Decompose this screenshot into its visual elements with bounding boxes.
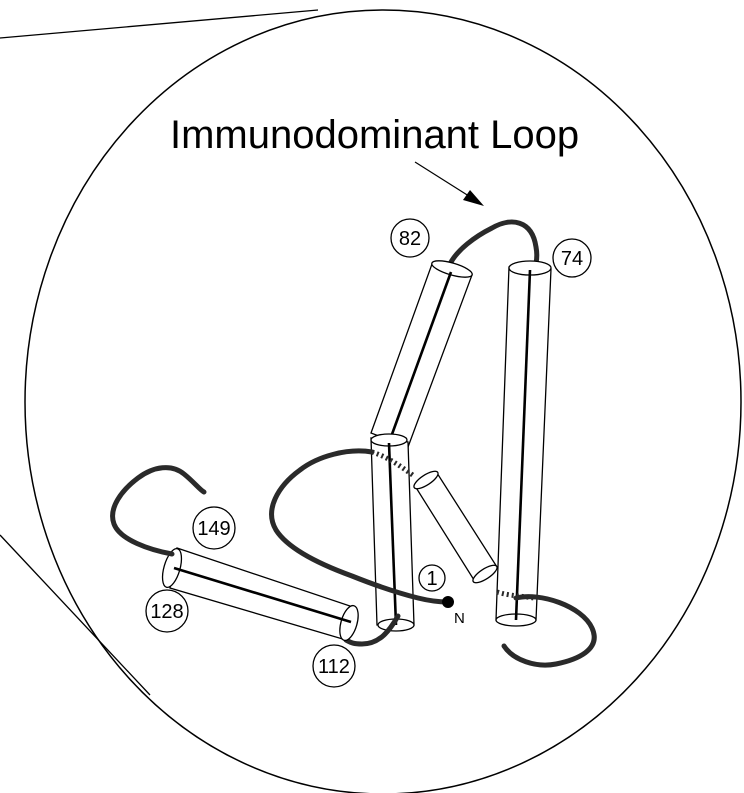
svg-text:128: 128 xyxy=(150,601,183,623)
title-arrow-shaft xyxy=(415,162,472,198)
loop-title: Immunodominant Loop xyxy=(170,113,579,157)
svg-text:112: 112 xyxy=(318,656,350,678)
helix-82 xyxy=(371,257,474,447)
title-arrowhead xyxy=(463,190,484,206)
helix-112-128 xyxy=(159,547,362,643)
svg-text:82: 82 xyxy=(399,228,421,250)
label-82: 82 xyxy=(391,219,429,257)
n-terminus-label: N xyxy=(454,610,465,627)
helix-center xyxy=(371,434,414,631)
c-terminal-loop xyxy=(113,468,204,554)
label-74: 74 xyxy=(553,239,591,277)
svg-text:74: 74 xyxy=(561,248,583,270)
helix-74 xyxy=(496,261,551,626)
zoom-line-top xyxy=(0,10,318,38)
n-terminus-dot xyxy=(442,596,454,608)
svg-text:1: 1 xyxy=(426,568,437,590)
label-149: 149 xyxy=(193,507,235,549)
label-1: 1 xyxy=(419,565,445,591)
label-128: 128 xyxy=(146,590,188,632)
zoom-line-bottom xyxy=(0,535,150,695)
svg-text:149: 149 xyxy=(197,518,230,540)
label-112: 112 xyxy=(313,645,355,687)
